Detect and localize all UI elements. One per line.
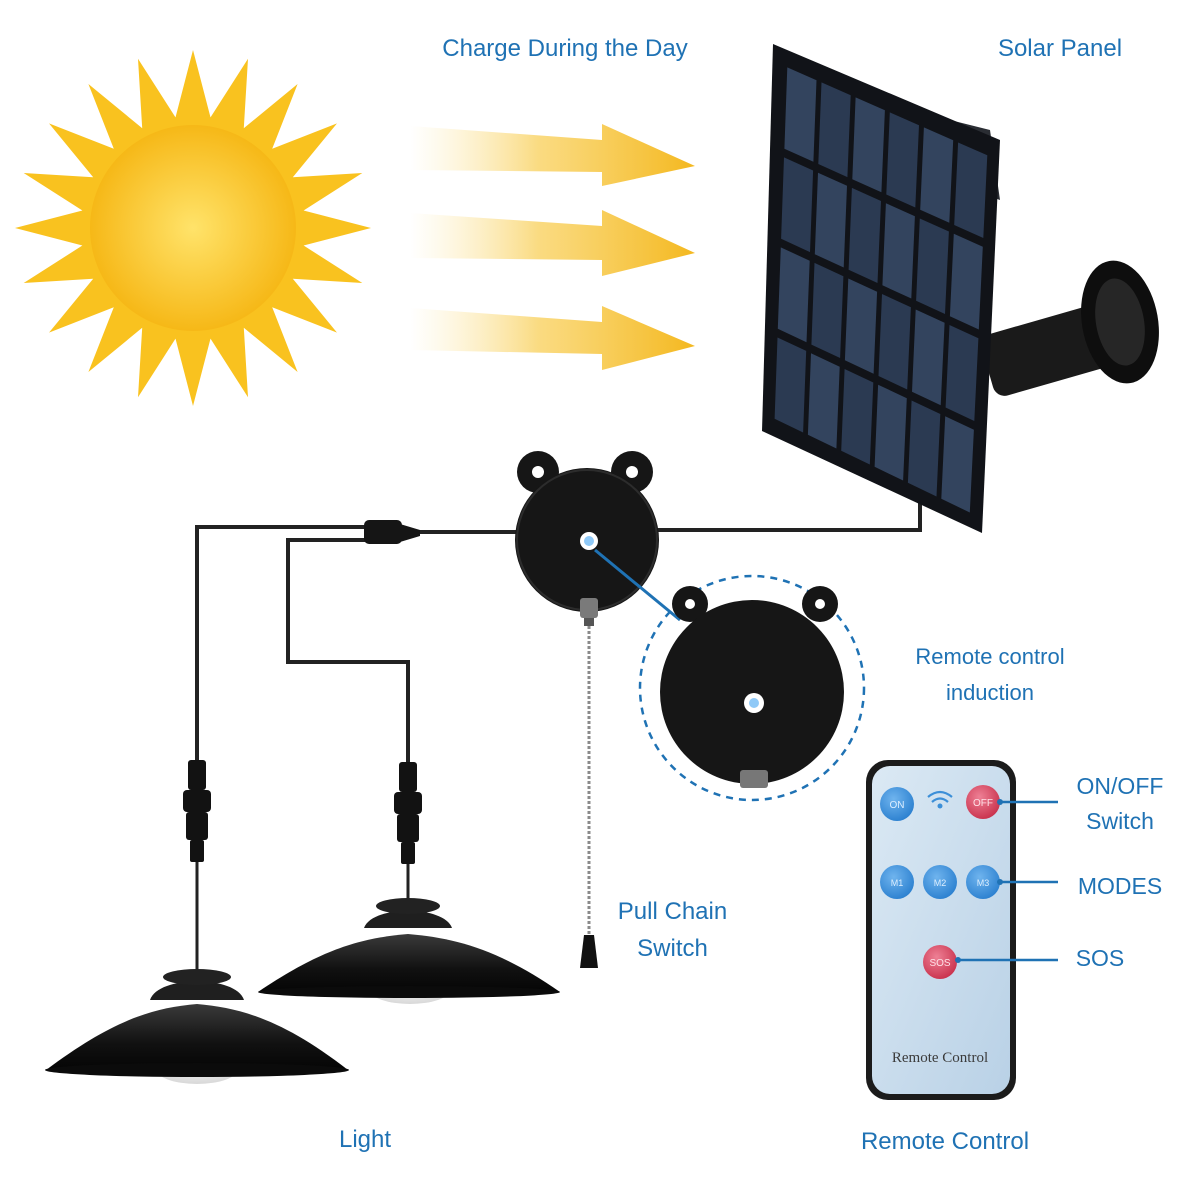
solar-cell [907, 400, 941, 497]
solar-panel [762, 44, 1159, 533]
pull-chain-label-line2: Switch [637, 935, 708, 962]
solar-cell [811, 262, 844, 358]
solar-cell [882, 203, 915, 299]
solar-cell [954, 142, 988, 238]
remote-mode-button-1 [880, 865, 914, 899]
solar-cell [886, 112, 919, 208]
solar-cell [852, 97, 885, 193]
pull-chain-label-line1: Pull Chain [617, 898, 728, 925]
lamp2-connector [394, 762, 422, 864]
solar-panel-label: Solar Panel [997, 35, 1123, 62]
onoff-switch-label-line2: Switch [1086, 808, 1154, 834]
solar-cell [874, 384, 907, 481]
onoff-switch-label-line1: ON/OFF [1076, 773, 1164, 799]
remote-mode-label-3: M3 [977, 878, 990, 888]
remote-mode-label-1: M1 [891, 878, 904, 888]
pendant-light-front [45, 969, 349, 1084]
remote-face-text: Remote Control [892, 1050, 988, 1066]
lamp2-wire [286, 538, 410, 762]
solar-cell [949, 233, 983, 330]
remote-off-label: OFF [973, 798, 993, 809]
sos-label: SOS [1075, 945, 1125, 971]
solar-cell [807, 353, 840, 449]
wire-splitter [364, 520, 402, 544]
remote-induction-label-line1: Remote control [915, 644, 1065, 669]
solar-cell [878, 294, 911, 390]
hub-zoom-view [638, 574, 866, 802]
sunlight-arrow-top [410, 124, 695, 186]
remote-mode-button-2 [923, 865, 957, 899]
solar-cell [848, 187, 881, 283]
solar-cell [945, 325, 979, 421]
remote-callout-lines [958, 800, 1058, 962]
solar-cell [818, 82, 851, 178]
charge-during-day-label: Charge During the Day [442, 35, 688, 62]
pull-chain [580, 626, 598, 968]
modes-label: MODES [1077, 873, 1163, 899]
sun-icon [15, 50, 371, 406]
remote-induction-label-line2: induction [945, 680, 1035, 705]
solar-cell [941, 416, 974, 513]
solar-cell [814, 172, 847, 268]
remote-off-button [966, 785, 1000, 819]
zoom-pointer-line [594, 548, 681, 622]
solar-cell [777, 247, 810, 343]
remote-mode-button-3 [966, 865, 1000, 899]
remote-mode-label-2: M2 [934, 878, 947, 888]
sunlight-arrow-middle [410, 210, 695, 276]
remote-control-device: ON OFF M1 M2 M3 SOS Remote Control [866, 760, 1016, 1100]
solar-cell [912, 309, 945, 406]
remote-on-button [880, 787, 914, 821]
solar-cell [781, 157, 814, 253]
control-hub [515, 451, 659, 626]
remote-sos-button [923, 945, 957, 979]
remote-control-label: Remote Control [860, 1128, 1030, 1155]
sunlight-arrow-bottom [410, 306, 695, 370]
remote-sos-label: SOS [929, 958, 950, 969]
solar-cell [784, 67, 817, 162]
light-label: Light [338, 1126, 392, 1153]
pull-chain-handle [580, 935, 598, 968]
solar-cell [920, 127, 954, 223]
remote-on-label: ON [890, 800, 905, 811]
lamp1-wire [195, 525, 365, 760]
pendant-light-rear [258, 898, 560, 1004]
solar-cell [841, 369, 874, 465]
wifi-icon [927, 790, 953, 803]
lamp1-connector [183, 760, 211, 862]
sunlight-arrows [410, 124, 695, 370]
solar-cell [844, 278, 878, 374]
solar-cell [916, 218, 949, 314]
solar-cell [774, 337, 807, 433]
